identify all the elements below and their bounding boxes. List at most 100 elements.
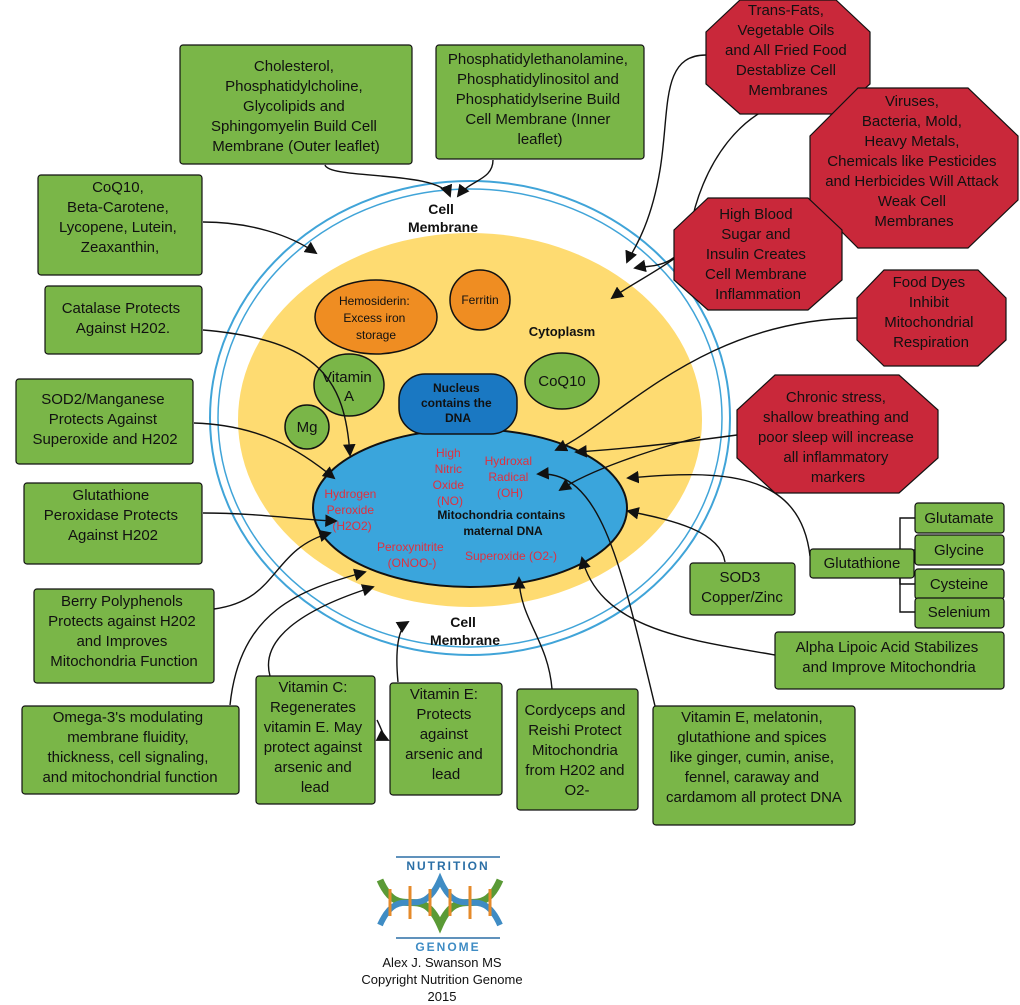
omega3-box: Omega-3's modulating membrane fluidity, … [21, 705, 240, 795]
carotenoids-box: CoQ10, Beta-Carotene, Lycopene, Lutein, … [37, 174, 203, 276]
hemosiderin [314, 279, 438, 355]
svg-text:Phosphatidylethanolamine,: Phosphatidylethanolamine, Phosphatidylin… [448, 51, 632, 148]
arrow-vitc-membrane [267, 584, 375, 677]
arrow-vite-membrane [395, 621, 410, 683]
cysteine-box: Cysteine [914, 568, 1005, 600]
arrow-berry [213, 529, 332, 610]
arrow-omega3 [229, 568, 367, 706]
membrane-bottom-label: Cell Membrane [430, 614, 500, 648]
nutrition-genome-logo: NUTRITION GENOME Alex J. Swanson MS Copy… [361, 856, 523, 1004]
arrow-glutathione [626, 470, 811, 557]
svg-text:SOD3 Copper/Zinc: SOD3 Copper/Zinc [701, 569, 783, 606]
sod2-box: SOD2/Manganese Protects Against Superoxi… [15, 378, 194, 465]
ferritin [449, 269, 511, 331]
cell-membrane-outer [209, 180, 731, 656]
food-dyes-octagon: Food Dyes Inhibit Mitochondrial Respirat… [856, 269, 1007, 367]
vitamin-c-box: Vitamin C: Regenerates vitamin E. May pr… [255, 675, 376, 805]
cell: Cell Membrane Cell Membrane Cytoplasm Nu… [209, 180, 731, 656]
arrow-carotenoids [202, 221, 318, 255]
arrow-food-dyes [554, 317, 858, 452]
svg-text:Catalase Protects Agai: Catalase Protects Against H202. [62, 300, 185, 337]
arrow-vitc-vite [375, 719, 390, 741]
nucleus [398, 373, 518, 435]
glutathione-peroxidase-box: Glutathione Peroxidase Protects Against … [23, 482, 203, 565]
svg-text:Cholesterol, Phosphati: Cholesterol, Phosphatidylcholine, Glycol… [211, 58, 381, 155]
svg-text:Selenium: Selenium [928, 604, 991, 621]
nitric-oxide-label: High Nitric Oxide (NO) [433, 446, 468, 508]
svg-text:Glutathione: Glutathione [824, 555, 901, 572]
viruses-octagon: Viruses, Bacteria, Mold, Heavy Metals, C… [809, 87, 1019, 249]
harmful-boxes: Trans-Fats, Vegetable Oils and All Fried… [673, 0, 1019, 494]
cytoplasm-label: Cytoplasm [529, 324, 595, 339]
svg-text:Cordyceps and Reishi P: Cordyceps and Reishi Protect Mitochondri… [524, 702, 629, 799]
connectors [193, 54, 915, 741]
svg-text:Viruses, Bacteria, Mol: Viruses, Bacteria, Mold, Heavy Metals, C… [825, 93, 1003, 230]
trans-fats-octagon: Trans-Fats, Vegetable Oils and All Fried… [705, 0, 871, 115]
svg-text:Trans-Fats, Vegetable: Trans-Fats, Vegetable Oils and All Fried… [725, 2, 851, 99]
arrow-inner-leaflet [456, 159, 494, 198]
arrow-outer-leaflet [324, 164, 452, 198]
arrow-sod3 [626, 507, 726, 563]
catalase-box: Catalase Protects Against H202. [44, 285, 203, 355]
author-text: Alex J. Swanson MS [382, 955, 502, 970]
svg-text:Alpha Lipoic Acid Stabilizes: Alpha Lipoic Acid Stabilizes and Improve… [796, 639, 983, 676]
glutathione-box: Glutathione [809, 548, 915, 579]
arrow-trans-fats [625, 54, 707, 264]
arrow-gpx [202, 512, 338, 527]
arrow-cordyceps [512, 576, 553, 690]
peroxynitrite-label: Peroxynitrite (ONOO-) [377, 540, 447, 570]
hemosiderin-label: Hemosiderin: Excess iron storage [339, 294, 413, 342]
year-text: 2015 [428, 989, 457, 1004]
arrow-dna-protect [536, 467, 656, 707]
logo-top-text: NUTRITION [406, 859, 489, 873]
mg [284, 404, 330, 450]
blood-sugar-octagon: High Blood Sugar and Insulin Creates Cel… [673, 197, 843, 311]
arrow-alpha-lipoic [578, 556, 776, 656]
vitamin-e-box: Vitamin E: Protects against arsenic and … [389, 682, 503, 796]
mitochondria-label: Mitochondria contains maternal DNA [437, 508, 568, 538]
protective-boxes: Cholesterol, Phosphatidylcholine, Glycol… [15, 44, 1005, 826]
ferritin-label: Ferritin [461, 293, 498, 307]
svg-text:Vitamin C: Regenerates: Vitamin C: Regenerates vitamin E. May pr… [264, 679, 367, 796]
svg-text:SOD2/Manganese Protect: SOD2/Manganese Protects Against Superoxi… [32, 391, 177, 448]
outer-leaflet-box: Cholesterol, Phosphatidylcholine, Glycol… [179, 44, 413, 165]
svg-text:Food Dyes Inhibit: Food Dyes Inhibit Mitochondrial Respirat… [884, 274, 977, 351]
alpha-lipoic-box: Alpha Lipoic Acid Stabilizes and Improve… [774, 631, 1005, 690]
arrow-catalase [202, 329, 356, 457]
vitamin-a-label: Vitamin A [322, 369, 376, 405]
superoxide-label: Superoxide (O2-) [465, 549, 557, 563]
logo-bottom-text: GENOME [415, 940, 480, 954]
vitamin-a [313, 353, 385, 417]
copyright-text: Copyright Nutrition Genome [361, 972, 522, 987]
hydroxyl-radical-label: Hydroxal Radical (OH) [485, 454, 536, 500]
selenium-box: Selenium [914, 597, 1005, 629]
coq10-cell [524, 352, 600, 410]
svg-text:Vitamin E, melatonin,: Vitamin E, melatonin, glutathione and sp… [666, 709, 842, 806]
arrow-blood-sugar [610, 252, 683, 300]
svg-text:Vitamin E: Protects: Vitamin E: Protects against arsenic and … [405, 686, 487, 783]
svg-text:Glutathione Peroxidase: Glutathione Peroxidase Protects Against … [44, 487, 182, 544]
sod3-box: SOD3 Copper/Zinc [689, 562, 796, 616]
svg-text:Omega-3's modulating m: Omega-3's modulating membrane fluidity, … [42, 709, 217, 786]
arrow-stress-2 [558, 436, 701, 492]
membrane-top-label: Cell Membrane [408, 201, 478, 235]
svg-text:CoQ10, Beta-Carotene,: CoQ10, Beta-Carotene, Lycopene, Lutein, … [59, 179, 181, 256]
cell-membrane-inner [217, 188, 723, 648]
dna-protect-box: Vitamin E, melatonin, glutathione and sp… [652, 705, 856, 826]
glycine-box: Glycine [914, 534, 1005, 566]
stress-octagon: Chronic stress, shallow breathing and po… [736, 374, 939, 494]
svg-text:Glutamate: Glutamate [924, 510, 993, 527]
inner-leaflet-box: Phosphatidylethanolamine, Phosphatidylin… [435, 44, 645, 160]
mg-label: Mg [297, 419, 318, 436]
hydrogen-peroxide-label: Hydrogen Peroxide (H2O2) [324, 487, 379, 533]
cordyceps-box: Cordyceps and Reishi Protect Mitochondri… [516, 688, 639, 811]
nucleus-label: Nucleus contains the DNA [421, 381, 495, 425]
svg-text:High Blood Sugar and: High Blood Sugar and Insulin Creates Cel… [705, 206, 811, 303]
svg-text:Cysteine: Cysteine [930, 576, 988, 593]
glutamate-box: Glutamate [914, 502, 1005, 534]
arrow-stress-1 [574, 434, 738, 458]
berry-polyphenols-box: Berry Polyphenols Protects against H202 … [33, 588, 215, 684]
dna-helix-icon [376, 872, 504, 934]
svg-text:Chronic stress, shallo: Chronic stress, shallow breathing and po… [758, 389, 918, 486]
